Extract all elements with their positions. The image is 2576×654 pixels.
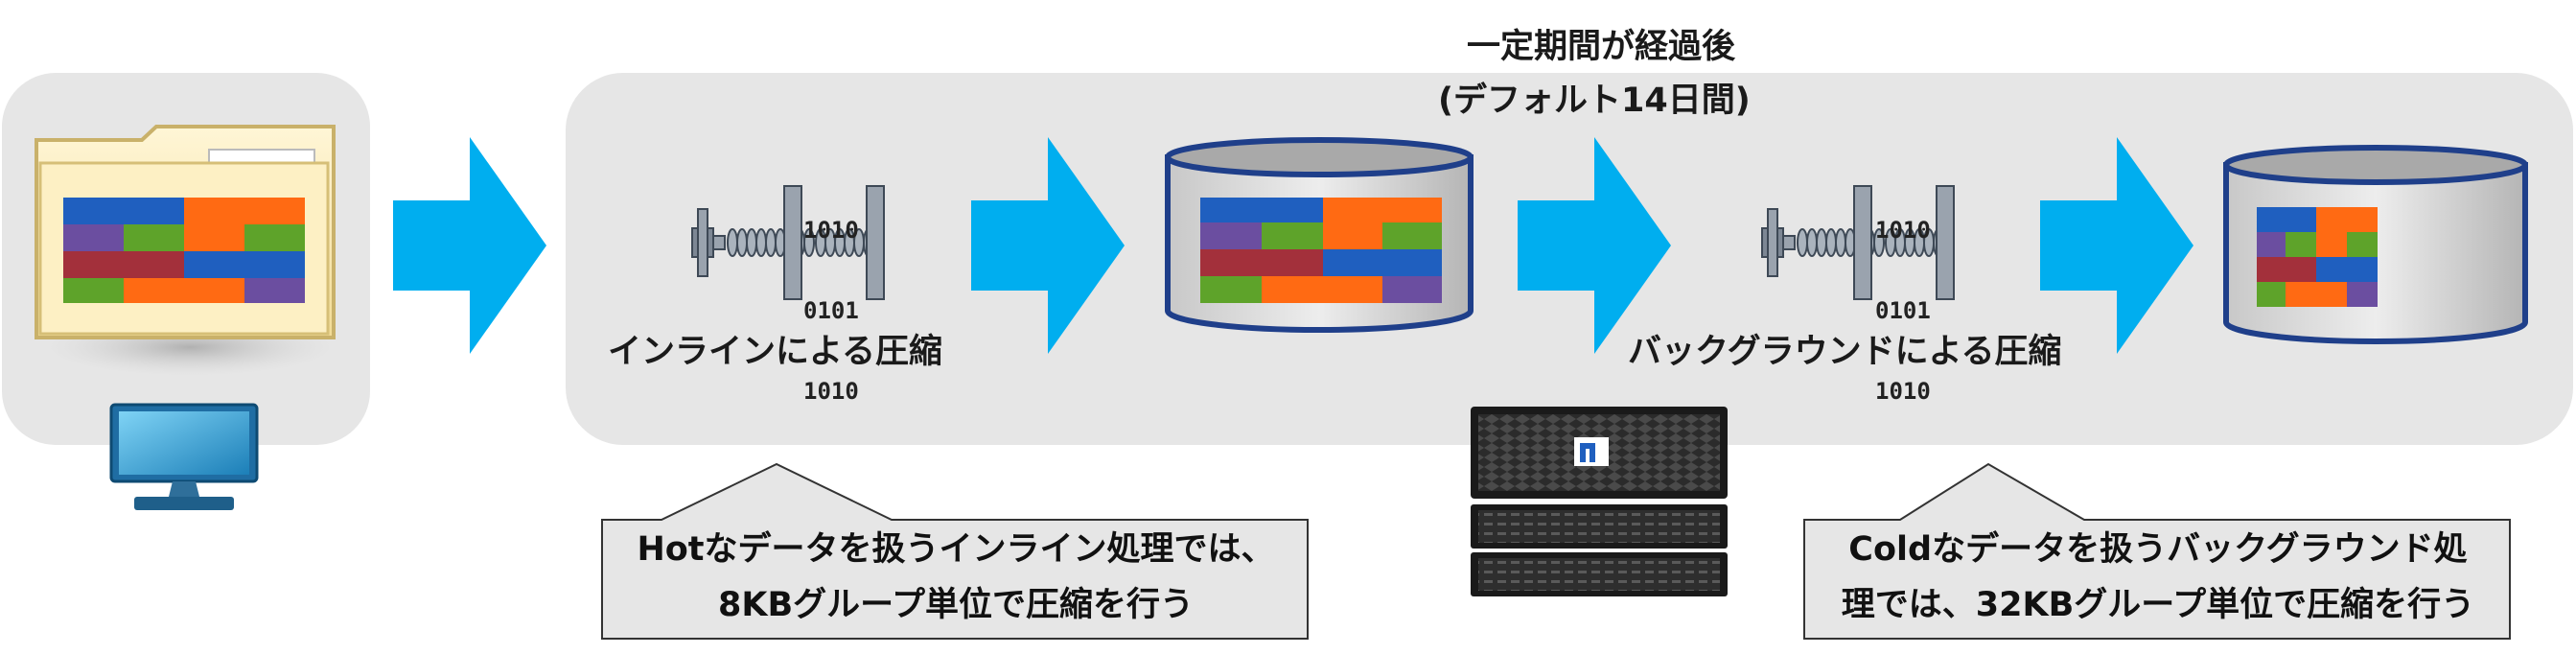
binary-line-3: 1010 [1875,378,1931,405]
binary-line-3: 1010 [803,378,859,405]
storage-cylinder-icon [2223,145,2528,344]
cold-callout-box [1803,462,2511,640]
storage-cylinder-icon [1165,137,1474,333]
monitor-icon [109,403,259,510]
binary-line-2: 0101 [803,297,859,324]
cold-callout-line-2: 理では、32KBグループ単位で圧縮を行う [1841,586,2475,624]
folder-icon [35,125,336,376]
cold-callout-text: Coldなデータを扱うバックグラウンド処 理では、32KBグループ単位で圧縮を行… [1806,522,2510,633]
compression-clamp-icon [1761,185,1955,300]
inline-compression-label: インラインによる圧縮 [608,333,942,371]
storage-array-icon [1471,407,1728,596]
compression-clamp-icon [691,185,885,300]
binary-line-1: 1010 [1875,217,1931,244]
header-line-2: (デフォルト14日間) [1438,82,1751,120]
hot-callout-box [601,462,1309,640]
arrow-3 [1518,137,1671,354]
inline-binary: 1010 0101 1010 [803,163,859,432]
binary-line-2: 0101 [1875,297,1931,324]
background-compression-label: バックグラウンドによる圧縮 [1628,333,2062,371]
hot-callout-line-1: Hotなデータを扱うインライン処理では、 [637,530,1275,569]
arrow-2 [971,137,1125,354]
background-binary: 1010 0101 1010 [1875,163,1931,432]
hot-callout-text: Hotなデータを扱うインライン処理では、 8KBグループ単位で圧縮を行う [604,522,1308,633]
header-line-1: 一定期間が経過後 [1467,28,1736,66]
arrow-4 [2040,137,2193,354]
hot-callout-line-2: 8KBグループ単位で圧縮を行う [717,586,1195,624]
arrow-1 [393,137,546,354]
binary-line-1: 1010 [803,217,859,244]
cold-callout-line-1: Coldなデータを扱うバックグラウンド処 [1848,530,2468,569]
